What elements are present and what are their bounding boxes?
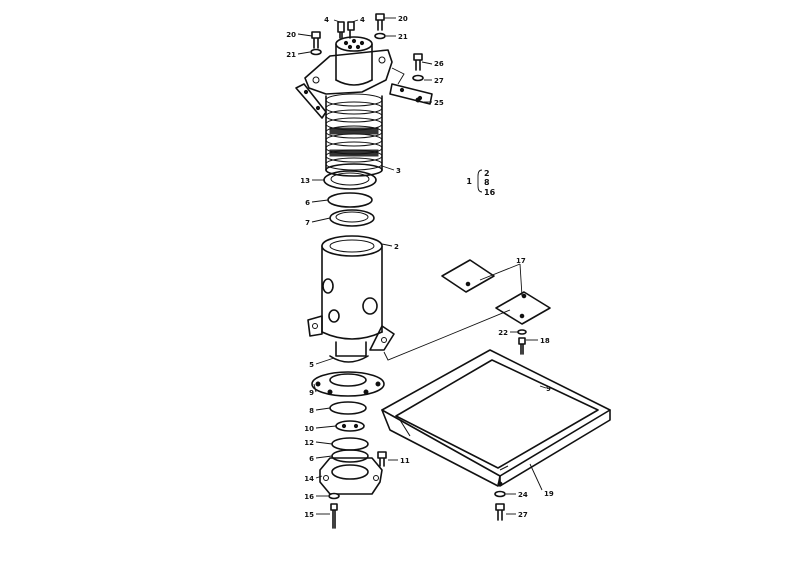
group-key: 1 2 8 16: [466, 169, 495, 197]
callout-6b: 6: [309, 455, 314, 463]
top-cap: [295, 13, 433, 119]
callout-20a: 20: [398, 15, 408, 23]
callout-25: 25: [434, 99, 444, 107]
callout-3: 3: [396, 167, 401, 175]
callout-labels: 4 4 20 20 21 21 26 27 25 3 13 6 7 2 17 2…: [286, 15, 554, 519]
group-child-b: 8: [484, 178, 490, 187]
callout-15: 15: [304, 511, 314, 519]
callout-11: 11: [400, 457, 410, 465]
group-child-c: 16: [484, 188, 496, 197]
tray-fasteners: [494, 481, 506, 521]
callout-21b: 21: [398, 33, 408, 41]
callout-4b: 4: [360, 16, 365, 24]
callout-27a: 27: [434, 77, 444, 85]
callout-16: 16: [304, 493, 314, 501]
callout-14: 14: [304, 475, 314, 483]
callout-20b: 20: [286, 31, 296, 39]
callout-10: 10: [304, 425, 314, 433]
callout-5: 5: [309, 361, 314, 369]
main-housing: [307, 235, 395, 363]
finned-coil-stack: [325, 93, 383, 177]
callout-26: 26: [434, 60, 444, 68]
callout-13a: 13: [300, 177, 310, 185]
callout-18: 18: [540, 337, 550, 345]
callout-22: 22: [498, 329, 508, 337]
callout-19: 19: [544, 490, 554, 498]
cover-plates: [441, 259, 551, 355]
leader-lines: [297, 17, 547, 515]
group-child-a: 2: [484, 169, 490, 178]
callout-8: 8: [309, 407, 314, 415]
drip-tray: [381, 349, 611, 487]
callout-17: 17: [516, 257, 526, 265]
callout-9b: 9: [546, 385, 551, 393]
callout-2: 2: [394, 243, 399, 251]
callout-21a: 21: [286, 51, 296, 59]
callout-4a: 4: [324, 16, 329, 24]
callout-6a: 6: [305, 199, 310, 207]
callout-12: 12: [304, 439, 314, 447]
group-parent: 1: [466, 177, 472, 186]
callout-24: 24: [518, 491, 528, 499]
lower-flange-stack: [311, 371, 387, 529]
callout-7: 7: [305, 219, 310, 227]
callout-27b: 27: [518, 511, 528, 519]
callout-9a: 9: [309, 389, 314, 397]
upper-seal-rings: [323, 170, 377, 227]
